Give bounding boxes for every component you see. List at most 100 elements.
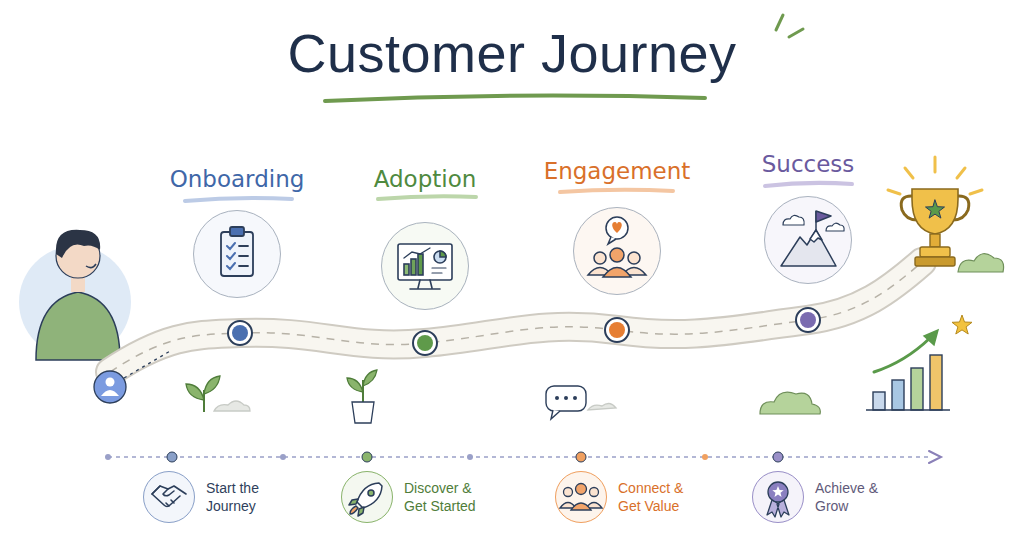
icon-background bbox=[764, 196, 852, 284]
group-icon bbox=[590, 488, 599, 497]
chat-bubble bbox=[546, 386, 586, 411]
road-marker bbox=[413, 331, 437, 355]
trophy bbox=[912, 189, 958, 234]
customer-figure bbox=[86, 264, 96, 268]
chat-bubble bbox=[546, 386, 616, 419]
timeline-arrow bbox=[105, 454, 111, 460]
label-underline bbox=[185, 198, 292, 201]
chat-bubble bbox=[573, 396, 577, 400]
icon-background bbox=[573, 207, 661, 295]
rocket-icon bbox=[350, 506, 358, 514]
monitor-icon bbox=[434, 251, 446, 263]
sprout bbox=[186, 384, 204, 400]
group-icon bbox=[576, 484, 587, 495]
step-circle: Achieve & Grow bbox=[752, 471, 804, 523]
icon-background bbox=[555, 471, 607, 523]
timeline-arrow bbox=[280, 454, 286, 460]
group-icon bbox=[571, 503, 591, 510]
mountain-icon bbox=[781, 230, 836, 266]
label-underline bbox=[560, 190, 673, 192]
step-circle: Start the Journey bbox=[143, 471, 195, 523]
timeline-arrow bbox=[467, 454, 473, 460]
clipboard-icon bbox=[221, 227, 253, 276]
clipboard-icon bbox=[227, 243, 235, 269]
community-icon bbox=[588, 217, 646, 277]
mountain-icon bbox=[816, 211, 831, 222]
diagram-title: Customer Journey bbox=[0, 22, 1024, 84]
clipboard-icon bbox=[221, 232, 253, 276]
customer-figure bbox=[36, 292, 120, 360]
timeline-arrow bbox=[929, 451, 941, 463]
icon-background bbox=[341, 471, 393, 523]
stage-heading: Adoption bbox=[374, 166, 477, 192]
step-circle: Connect & Get Value bbox=[555, 471, 607, 523]
mountain-icon bbox=[810, 230, 822, 242]
title-underline bbox=[776, 15, 783, 30]
community-icon bbox=[606, 217, 628, 239]
icon-background bbox=[193, 210, 281, 298]
stage-heading: Success bbox=[762, 151, 855, 177]
trophy bbox=[930, 234, 940, 247]
potted-plant bbox=[363, 370, 377, 386]
handshake-icon bbox=[166, 500, 174, 506]
monitor-icon bbox=[432, 268, 446, 273]
icon-background bbox=[381, 222, 469, 310]
community-icon bbox=[608, 237, 616, 244]
title-underline bbox=[325, 96, 705, 101]
growth-chart bbox=[866, 409, 950, 410]
stage-heading: Engagement bbox=[544, 158, 691, 184]
chat-bubble bbox=[551, 410, 560, 419]
icon-background bbox=[752, 471, 804, 523]
monitor-icon bbox=[411, 259, 416, 275]
icon-background bbox=[143, 196, 852, 523]
road-marker bbox=[228, 308, 820, 355]
timeline-arrow bbox=[362, 452, 372, 462]
trophy bbox=[915, 257, 955, 266]
step-label: Start the Journey bbox=[206, 479, 282, 515]
community-icon bbox=[610, 248, 624, 262]
sprout bbox=[204, 376, 220, 394]
rocket-icon bbox=[357, 483, 382, 508]
potted-plant bbox=[347, 370, 377, 423]
stage-circle: Success bbox=[764, 196, 852, 284]
clipboard-icon bbox=[230, 227, 244, 236]
monitor-icon bbox=[410, 280, 440, 289]
customer-badge bbox=[124, 350, 172, 378]
handshake-icon bbox=[163, 489, 174, 496]
customer-badge bbox=[106, 378, 115, 387]
group-icon bbox=[560, 484, 602, 511]
customer-badge bbox=[94, 371, 126, 403]
chat-bubble bbox=[588, 403, 616, 410]
stage-circle: Adoption bbox=[381, 222, 469, 310]
timeline-arrow bbox=[105, 451, 941, 463]
sprout bbox=[214, 401, 250, 411]
trophy bbox=[920, 247, 950, 257]
bush bbox=[760, 254, 1004, 414]
award-icon bbox=[768, 482, 788, 502]
icon-background bbox=[143, 471, 195, 523]
road-marker bbox=[609, 322, 625, 338]
mountain-icon bbox=[781, 211, 844, 266]
award-icon bbox=[772, 486, 783, 497]
title-underline bbox=[789, 29, 803, 37]
chat-bubble bbox=[555, 396, 559, 400]
customer-figure bbox=[19, 230, 131, 360]
monitor-icon bbox=[398, 244, 452, 280]
sprout bbox=[186, 376, 250, 412]
community-icon bbox=[594, 252, 606, 264]
rocket-icon bbox=[349, 483, 382, 516]
monitor-icon bbox=[440, 251, 446, 257]
label-underline bbox=[378, 196, 476, 199]
label-underline bbox=[765, 183, 852, 186]
bush bbox=[958, 254, 1004, 272]
clipboard-icon bbox=[239, 246, 248, 266]
timeline-arrow bbox=[576, 452, 586, 462]
trophy bbox=[888, 157, 982, 266]
customer-badge bbox=[101, 390, 119, 396]
road-marker bbox=[228, 321, 252, 345]
timeline-arrow bbox=[108, 456, 932, 458]
rocket-icon bbox=[368, 490, 374, 496]
bush bbox=[760, 392, 820, 414]
customer-figure bbox=[56, 230, 100, 258]
